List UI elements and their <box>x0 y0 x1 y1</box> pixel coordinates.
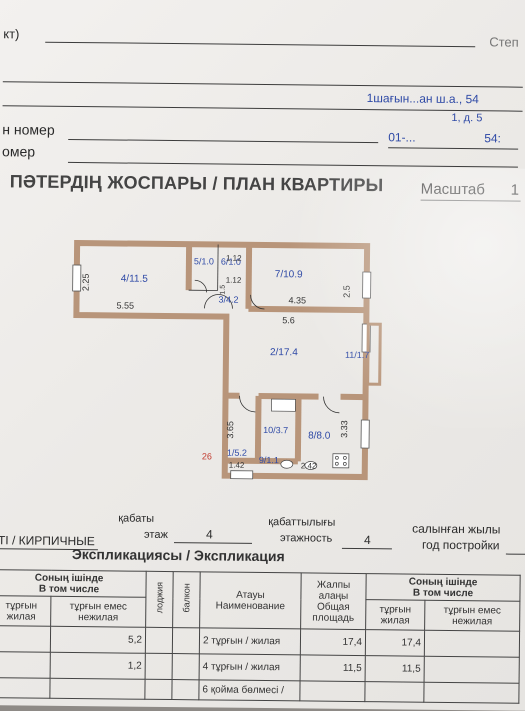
floor-plan: 4/11.5 5/1.0 6/1.0 7/10.9 3/4.2 2/17.4 1… <box>53 229 386 492</box>
dim-4-35: 4.35 <box>288 295 306 305</box>
floor-label-ru: этаж <box>144 529 168 541</box>
floor-value: 4 <box>206 527 213 541</box>
plan-walls <box>75 243 367 477</box>
cell-left-nezh: 5,2 <box>50 626 145 653</box>
room-label-4: 4/11.5 <box>121 273 149 284</box>
cell-name: 6 қойма бөлмесі / <box>199 680 300 701</box>
dim-2-25: 2.25 <box>81 274 91 292</box>
th-name: Атауы Наименование <box>200 572 302 629</box>
dim-3-33: 3.33 <box>339 420 349 438</box>
cell-area: 17,4 <box>300 629 365 656</box>
dim-3-65: 3.65 <box>225 421 235 439</box>
scale-value: 1 <box>511 182 520 199</box>
number-value: 01-... <box>388 130 416 144</box>
room-labels: 4/11.5 5/1.0 6/1.0 7/10.9 3/4.2 2/17.4 1… <box>119 255 371 466</box>
year-rule <box>506 554 525 555</box>
red-mark: 26 <box>202 451 212 461</box>
room-label-2: 2/17.4 <box>270 347 298 358</box>
omer-rule <box>68 162 518 168</box>
th-area: Жалпы алаңы Общая площадь <box>301 573 367 630</box>
cell-zhilaya: 11,5 <box>365 656 424 683</box>
room-label-9: 9/1.1 <box>259 455 279 465</box>
dim-2-42: 2.42 <box>301 461 317 470</box>
number-label: н номер <box>2 121 55 138</box>
room-label-3: 3/4.2 <box>218 295 238 305</box>
cell-name: 2 тұрғын / жилая <box>199 628 300 655</box>
balcony-outline <box>368 324 381 384</box>
floors-label-kz: қабаттылығы <box>268 516 335 529</box>
scale-label: Масштаб <box>421 181 485 199</box>
floors-label-ru: этажность <box>280 532 332 545</box>
dim-1-42: 1.42 <box>229 461 245 470</box>
th-left-group: Соның ішінде В том числе <box>0 570 146 598</box>
cell-name: 4 тұрғын / жилая <box>199 654 300 681</box>
floors-value: 4 <box>364 533 371 547</box>
floor-label-kz: қабаты <box>118 512 154 524</box>
number-rule-right <box>388 147 518 149</box>
floor-rule <box>174 542 252 544</box>
explication-title: Экспликациясы / Экспликация <box>72 546 285 564</box>
scale-rule <box>421 200 521 202</box>
room-label-7: 7/10.9 <box>275 269 303 280</box>
year-label-kz: салынған жылы <box>412 522 500 537</box>
year-label-ru: год постройки <box>422 538 500 553</box>
th-right-group: Соның ішінде В том числе <box>366 574 520 602</box>
address-handwritten: 1шағын...ан ш.а., 54 <box>367 91 479 106</box>
room-label-5: 5/1.0 <box>194 256 214 266</box>
header-rule-3 <box>3 105 523 111</box>
address-handwritten-2: 1, д. 5 <box>451 112 482 124</box>
cell-zhilaya: 17,4 <box>365 630 424 657</box>
table-row: 6 қойма бөлмесі / <box>0 678 519 704</box>
room-label-11: 11/1.7 <box>345 350 369 360</box>
dim-1-12-b: 1.12 <box>226 276 242 285</box>
room-label-8: 8/8.0 <box>308 430 331 441</box>
dim-2-5: 2.5 <box>342 285 352 298</box>
omer-label: омер <box>2 143 35 159</box>
th-balkon: балкон <box>173 572 201 628</box>
dim-1-12-a: 1.12 <box>226 254 242 263</box>
dim-5-55: 5.55 <box>116 300 134 310</box>
explication-table: Соның ішінде В том числе лоджия балкон А… <box>0 569 521 704</box>
header-fragment-right: Степ <box>489 34 519 49</box>
number-rule <box>68 139 378 143</box>
floors-rule <box>342 548 392 550</box>
th-nezhilaya: тұрғын емес нежилая <box>51 596 146 627</box>
plan-thin-lines <box>187 244 341 413</box>
cell-area: 11,5 <box>300 655 365 682</box>
th-zhilaya: тұрғын жилая <box>0 596 51 627</box>
number-value-right: 54: <box>484 131 501 145</box>
room-label-10: 10/3.7 <box>263 425 288 435</box>
header-rule-1 <box>45 42 475 48</box>
dim-1-5: 1.5 <box>220 285 227 295</box>
th-r-zhilaya: тұрғын жилая <box>366 600 425 631</box>
cell-left-nezh: 1,2 <box>50 652 145 679</box>
th-lodzhia: лоджия <box>146 571 174 627</box>
room-label-1: 1/5.2 <box>227 448 247 458</box>
dim-5-6: 5.6 <box>282 315 295 325</box>
header-fragment-left: кт) <box>3 26 19 41</box>
th-r-nezhilaya: тұрғын емес нежилая <box>425 600 520 631</box>
plan-title: ПӘТЕРДІҢ ЖОСПАРЫ / ПЛАН КВАРТИРЫ <box>10 171 384 196</box>
header-rule-2 <box>3 81 523 87</box>
